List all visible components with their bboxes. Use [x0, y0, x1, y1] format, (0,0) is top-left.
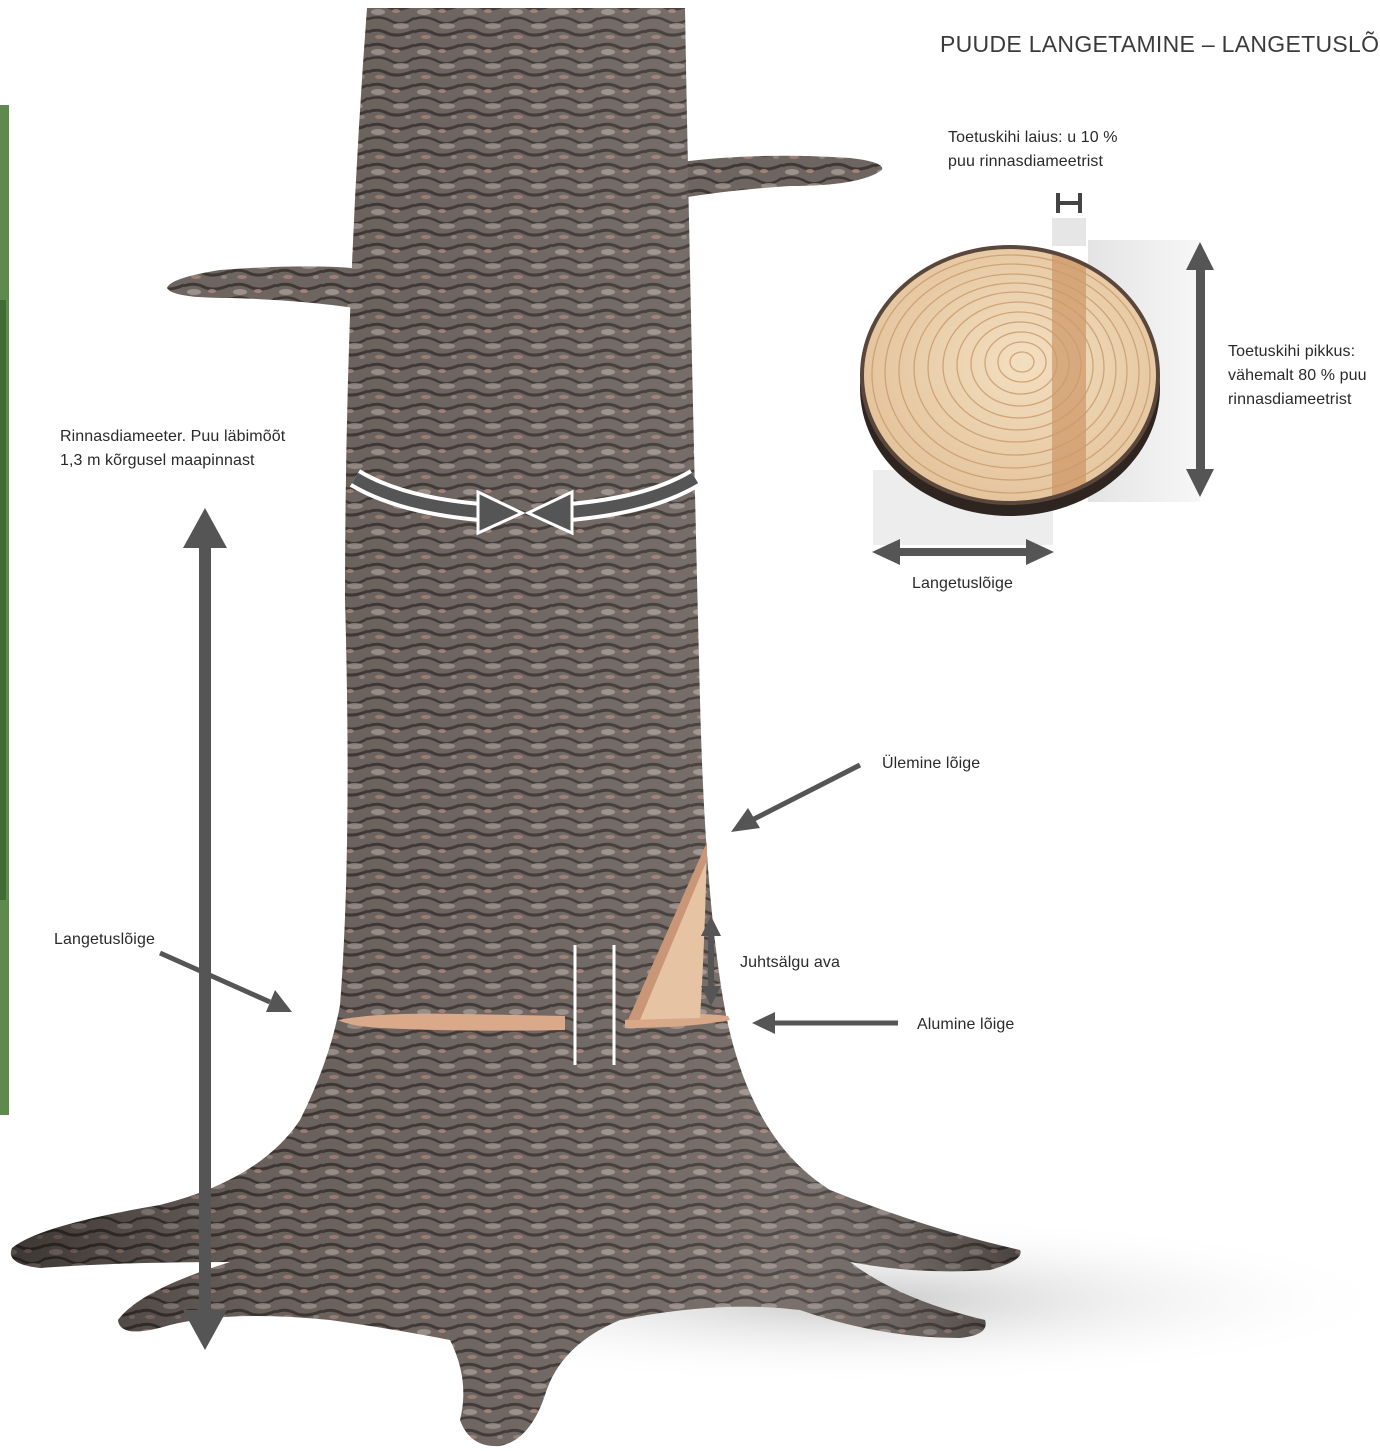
felling-cut-label: Langetuslõige — [54, 928, 155, 952]
branch-left — [167, 266, 354, 308]
pointer-arrow-icon — [160, 953, 292, 1012]
support-width-label: Toetuskihi laius: u 10 % puu rinnasdiame… — [948, 126, 1118, 174]
hinge-strip — [1052, 218, 1086, 246]
branch-right — [680, 156, 882, 198]
tree-trunk — [11, 8, 1021, 1446]
cross-section-felling-cut-label: Langetuslõige — [912, 572, 1013, 596]
page-title: PUUDE LANGETAMINE – LANGETUSLÕIGE — [940, 31, 1360, 58]
upper-cut-label: Ülemine lõige — [882, 752, 980, 776]
breast-diameter-label: Rinnasdiameeter. Puu läbimõõt 1,3 m kõrg… — [60, 425, 285, 473]
lower-cut-label: Alumine lõige — [917, 1013, 1014, 1037]
support-length-label: Toetuskihi pikkus: vähemalt 80 % puu rin… — [1228, 340, 1367, 412]
width-bracket-icon — [1056, 193, 1082, 213]
foliage-strip-shade — [0, 300, 6, 900]
notch-opening-label: Juhtsälgu ava — [740, 951, 840, 975]
cross-section-diagram — [860, 193, 1214, 565]
pointer-arrow-icon — [731, 765, 860, 832]
pointer-arrow-icon — [752, 1012, 898, 1034]
